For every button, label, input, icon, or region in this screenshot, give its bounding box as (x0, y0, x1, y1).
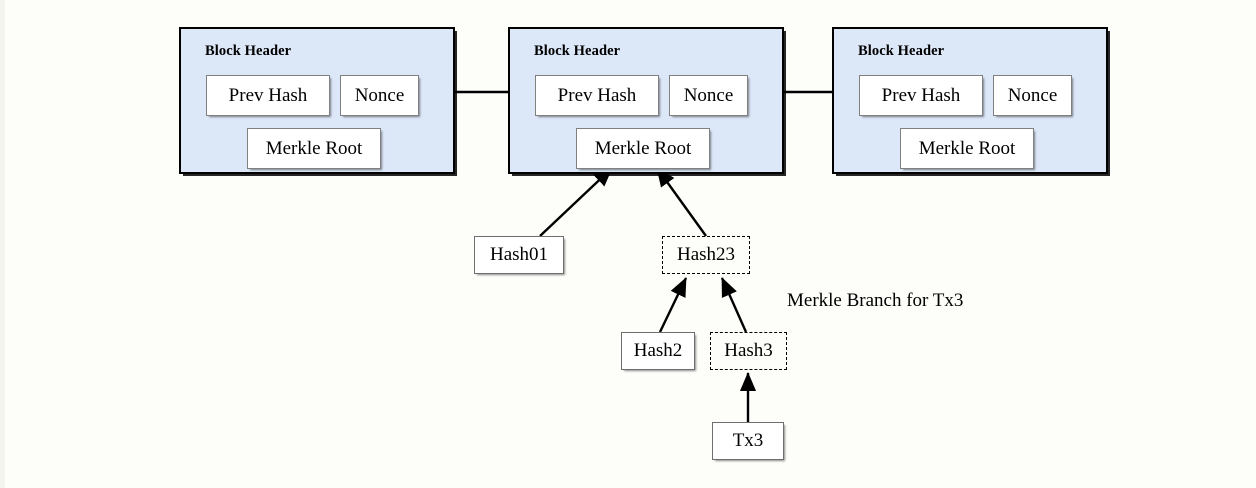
block-header-3-title: Block Header (858, 43, 945, 59)
arrow-hash2-to-hash23 (658, 277, 688, 333)
block-header-3[interactable]: Block Header Prev Hash Nonce Merkle Root (832, 27, 1108, 174)
block-header-3-merkle-root-box[interactable]: Merkle Root (900, 128, 1034, 169)
arrow-hash23-to-merkle-root (656, 167, 707, 237)
tree-node-hash3[interactable]: Hash3 (710, 332, 787, 370)
block-header-2-title: Block Header (534, 43, 621, 59)
block-header-3-prev-hash-box[interactable]: Prev Hash (859, 75, 983, 116)
block-header-2[interactable]: Block Header Prev Hash Nonce Merkle Root (508, 27, 784, 174)
block-header-1-merkle-root-box[interactable]: Merkle Root (247, 128, 381, 169)
block-header-2-prev-hash-box[interactable]: Prev Hash (535, 75, 659, 116)
merkle-branch-caption: Merkle Branch for Tx3 (787, 290, 964, 311)
arrow-hash3-to-hash23 (720, 277, 748, 333)
tree-node-tx3[interactable]: Tx3 (712, 422, 784, 460)
block-header-3-nonce-box[interactable]: Nonce (993, 75, 1072, 116)
page-left-edge-strip (0, 0, 5, 488)
block-header-1-prev-hash-box[interactable]: Prev Hash (206, 75, 330, 116)
tree-node-hash2[interactable]: Hash2 (621, 332, 695, 370)
block-header-1-title: Block Header (205, 43, 292, 59)
tree-node-hash23[interactable]: Hash23 (662, 236, 750, 274)
block-header-2-nonce-box[interactable]: Nonce (669, 75, 748, 116)
tree-node-hash01[interactable]: Hash01 (474, 236, 564, 274)
block-header-2-merkle-root-box[interactable]: Merkle Root (576, 128, 710, 169)
block-header-1-nonce-box[interactable]: Nonce (340, 75, 419, 116)
arrow-hash01-to-merkle-root (539, 167, 613, 237)
block-header-1[interactable]: Block Header Prev Hash Nonce Merkle Root (179, 27, 455, 174)
